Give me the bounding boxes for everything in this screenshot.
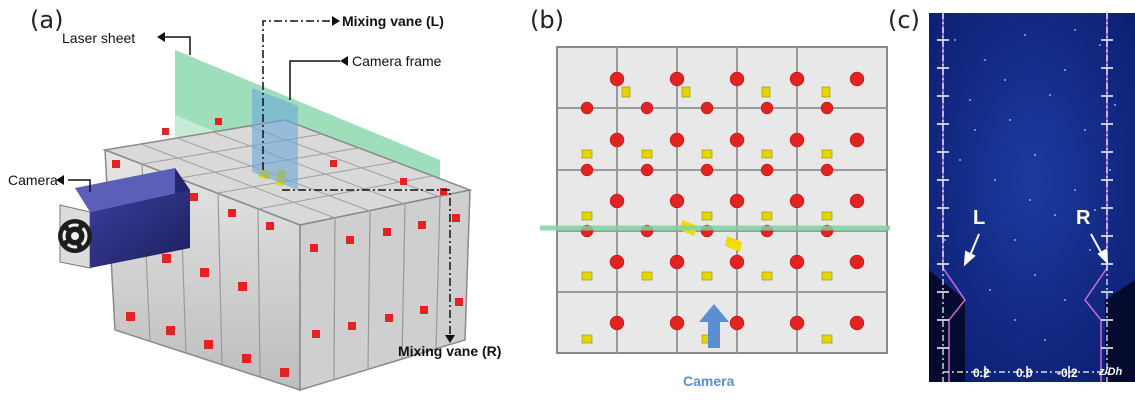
panel-a: (a) [0,0,530,400]
rod-bundle-illustration [56,16,473,392]
tick-label-1: 0.0 [1016,366,1033,380]
vane-l-label: L [973,207,986,229]
panel-b: (b) [530,0,915,400]
highlighted-vane-r [725,236,742,252]
mixing-vane-l-label: Mixing vane (L) [342,13,444,29]
panel-c: (c) [888,0,1135,400]
axis-label-z-dh: z/Dh [1099,366,1123,378]
camera-direction-arrow [699,304,729,348]
panel-a-label: (a) [30,6,64,34]
bundle-side-face [299,189,471,392]
camera-icon [58,168,190,269]
camera-label: Camera [8,172,58,188]
camera-direction-label: Camera [683,373,735,389]
vane-r-label: R [1076,207,1091,229]
tick-label-0: 0.2 [973,366,990,380]
grid-top-view [540,46,890,354]
panel-b-label: (b) [530,6,564,34]
mixing-vane-r-label: Mixing vane (R) [398,343,502,359]
camera-frame-label: Camera frame [352,53,442,69]
grid-frame [556,46,888,354]
camera-frame-region [252,88,298,190]
panel-c-label: (c) [888,6,920,34]
laser-sheet-label: Laser sheet [62,30,136,46]
tick-label-2: -0.2 [1057,366,1078,380]
piv-image [929,13,1135,382]
